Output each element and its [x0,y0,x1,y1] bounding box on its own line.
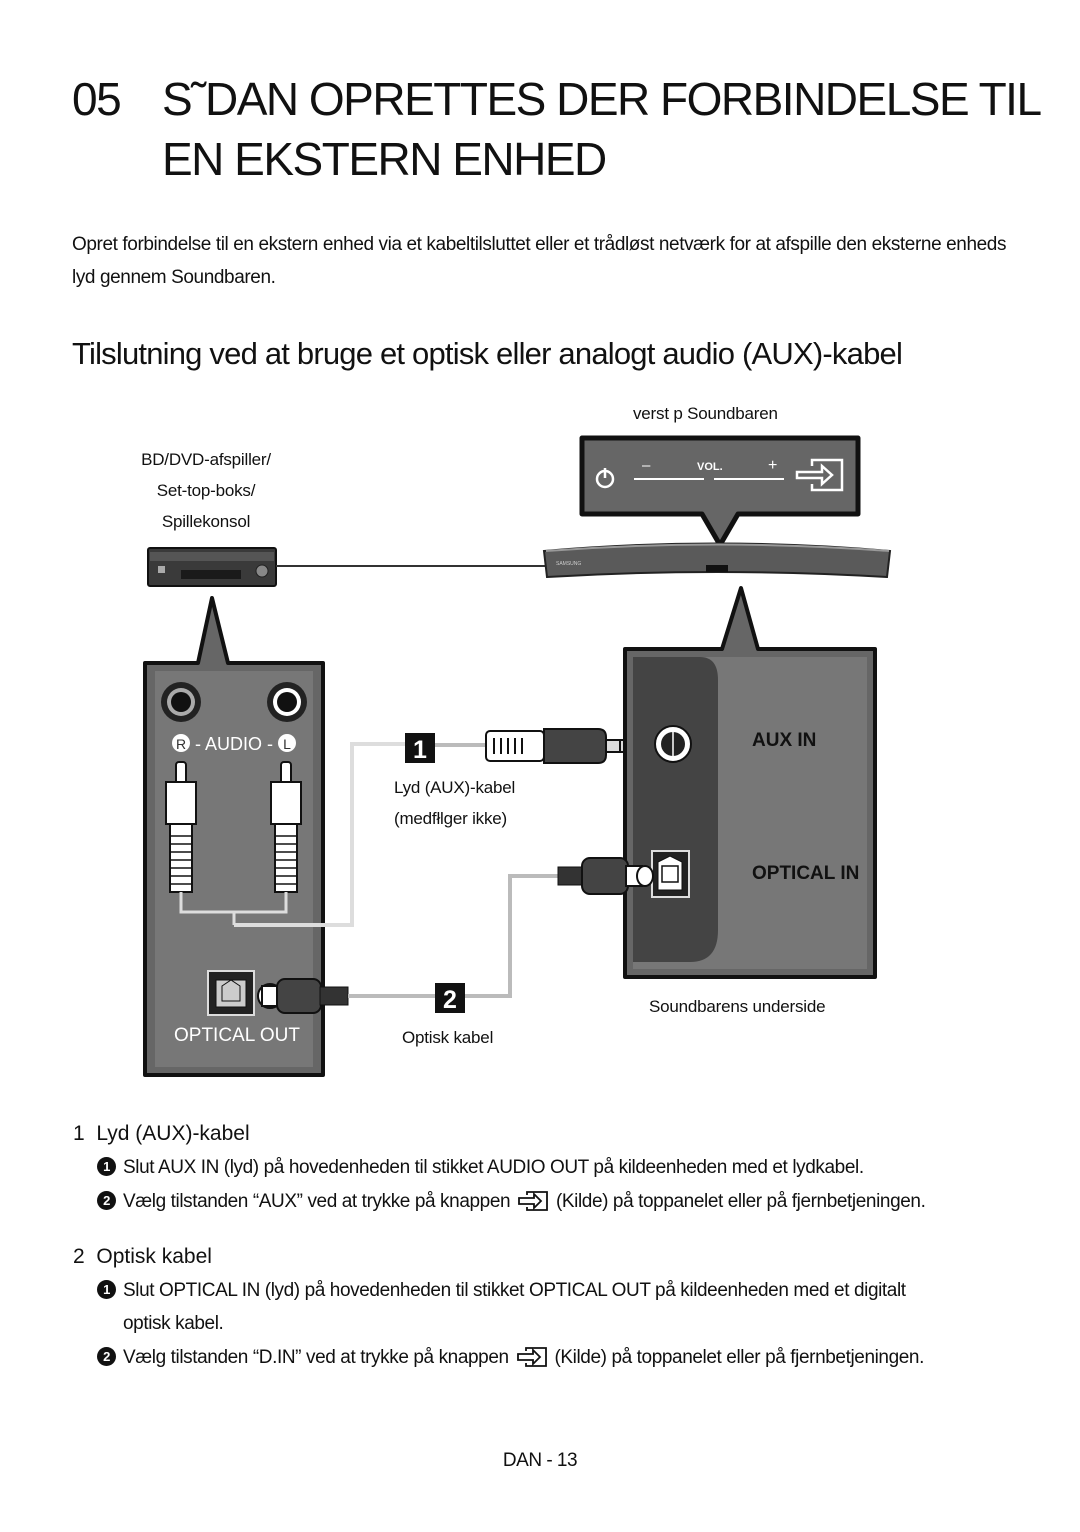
optical-out-label: OPTICAL OUT [174,1025,300,1046]
rca-jack-r [161,682,201,722]
badge-2 [435,983,465,1013]
step-text-before: Vælg tilstanden “D.IN” ved at trykke på … [123,1347,509,1368]
rca-plug-r [165,761,197,893]
source-label-1: BD/DVD-afspiller/ [141,450,271,469]
section-1-title: Lyd (AUX)-kabel [96,1122,250,1145]
step-text-after: (Kilde) på toppanelet eller på fjernbetj… [555,1191,926,1212]
rca-jack-l [267,682,307,722]
bd-player-device [147,547,277,587]
section-1-step-1: 1 Slut AUX IN (lyd) på hovedenheden til s… [97,1152,864,1184]
step-marker: 2 [97,1191,116,1210]
optical-in-label: OPTICAL IN [752,863,859,884]
source-icon [795,458,844,492]
section-2-title: Optisk kabel [96,1245,212,1268]
optical-out-port [207,970,255,1016]
source-button-icon [518,1191,548,1211]
badge-1 [405,733,435,763]
page-title-line-1: S˜DAN OPRETTES DER FORBINDELSE TIL [162,73,1042,125]
aux-in-jack [654,725,692,763]
audio-port-label: - AUDIO - [195,734,273,754]
source-label-3: Spillekonsol [161,512,251,531]
source-label-2: Set-top-boks/ [156,481,256,500]
step-text-line-2: optisk kabel. [123,1313,224,1334]
optical-plug-source [257,978,349,1014]
soundbar-device: SAMSUNG [542,542,892,579]
badge-2-label: 2 [443,986,457,1014]
intro-paragraph: Opret forbindelse til en ekstern enhed v… [72,234,1007,288]
panel-minus: – [642,457,651,474]
source-rear-panel-callout: R - AUDIO - L [143,596,420,1077]
audio-r-label: R [176,736,186,752]
section-1-heading: 1 Lyd (AUX)-kabel [73,1122,250,1146]
aux-cable-plug [485,728,641,764]
section-2-number: 2 [73,1245,85,1268]
section-2-step-1-cont: optisk kabel. [123,1308,224,1340]
audio-l-label: L [283,736,291,752]
panel-vol-label: VOL. [697,461,723,473]
aux-cable-label-2: (medfłlger ikke) [394,809,507,828]
optical-in-port [651,850,690,898]
section-1-step-2: 2 Vælg tilstanden “AUX” ved at trykke på … [97,1186,926,1218]
underside-label: Soundbarens underside [649,997,826,1016]
soundbar-top-panel-callout: – VOL. + [579,435,861,548]
section-2-heading: 2 Optisk kabel [73,1245,212,1269]
step-text-line-1: Slut OPTICAL IN (lyd) på hovedenheden ti… [123,1280,906,1301]
step-marker: 1 [97,1280,116,1299]
step-marker: 2 [97,1347,116,1366]
section-subheading: Tilslutning ved at bruge et optisk eller… [72,336,903,371]
rca-plug-l [270,761,302,893]
aux-cable-label-1: Lyd (AUX)-kabel [394,778,516,797]
chapter-number: 05 [72,73,122,125]
section-2-step-2: 2 Vælg tilstanden “D.IN” ved at trykke på… [97,1342,924,1374]
soundbar-brand: SAMSUNG [556,561,581,567]
optical-plug-soundbar [557,857,654,895]
step-text-before: Vælg tilstanden “AUX” ved at trykke på k… [123,1191,511,1212]
optical-cable-label: Optisk kabel [402,1028,494,1047]
step-text-after: (Kilde) på toppanelet eller på fjernbetj… [554,1347,924,1368]
section-1-number: 1 [73,1122,85,1145]
panel-plus: + [768,457,777,474]
source-button-icon [516,1347,547,1367]
section-2-step-1: 1 Slut OPTICAL IN (lyd) på hovedenheden t… [97,1275,906,1307]
soundbar-underside-callout: AUX IN OPTICAL IN [557,586,877,979]
page-title-line-2: EN EKSTERN ENHED [162,133,607,185]
badge-1-label: 1 [413,736,427,764]
step-text: Slut AUX IN (lyd) på hovedenheden til st… [123,1157,864,1178]
page-number: DAN - 13 [502,1450,578,1471]
connection-diagram: – VOL. + SAMSUNG [143,435,892,1077]
step-marker: 1 [97,1157,116,1176]
aux-in-label: AUX IN [752,730,816,751]
top-panel-label: verst p Soundbaren [633,404,778,423]
